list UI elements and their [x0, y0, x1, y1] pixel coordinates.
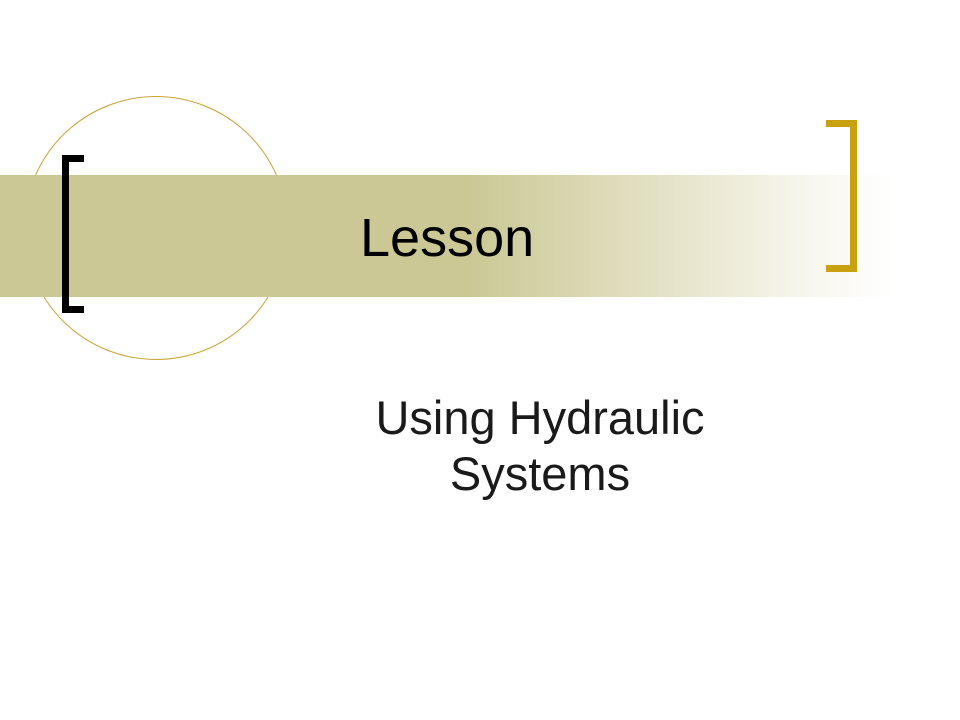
subtitle-line-1: Using Hydraulic: [375, 391, 705, 444]
right-bracket-decoration: [826, 120, 857, 272]
slide-title: Lesson: [360, 208, 535, 268]
left-bracket-decoration: [62, 155, 84, 313]
slide-subtitle: Using Hydraulic Systems: [320, 390, 760, 502]
subtitle-line-2: Systems: [449, 447, 631, 500]
title-band: [0, 175, 895, 297]
